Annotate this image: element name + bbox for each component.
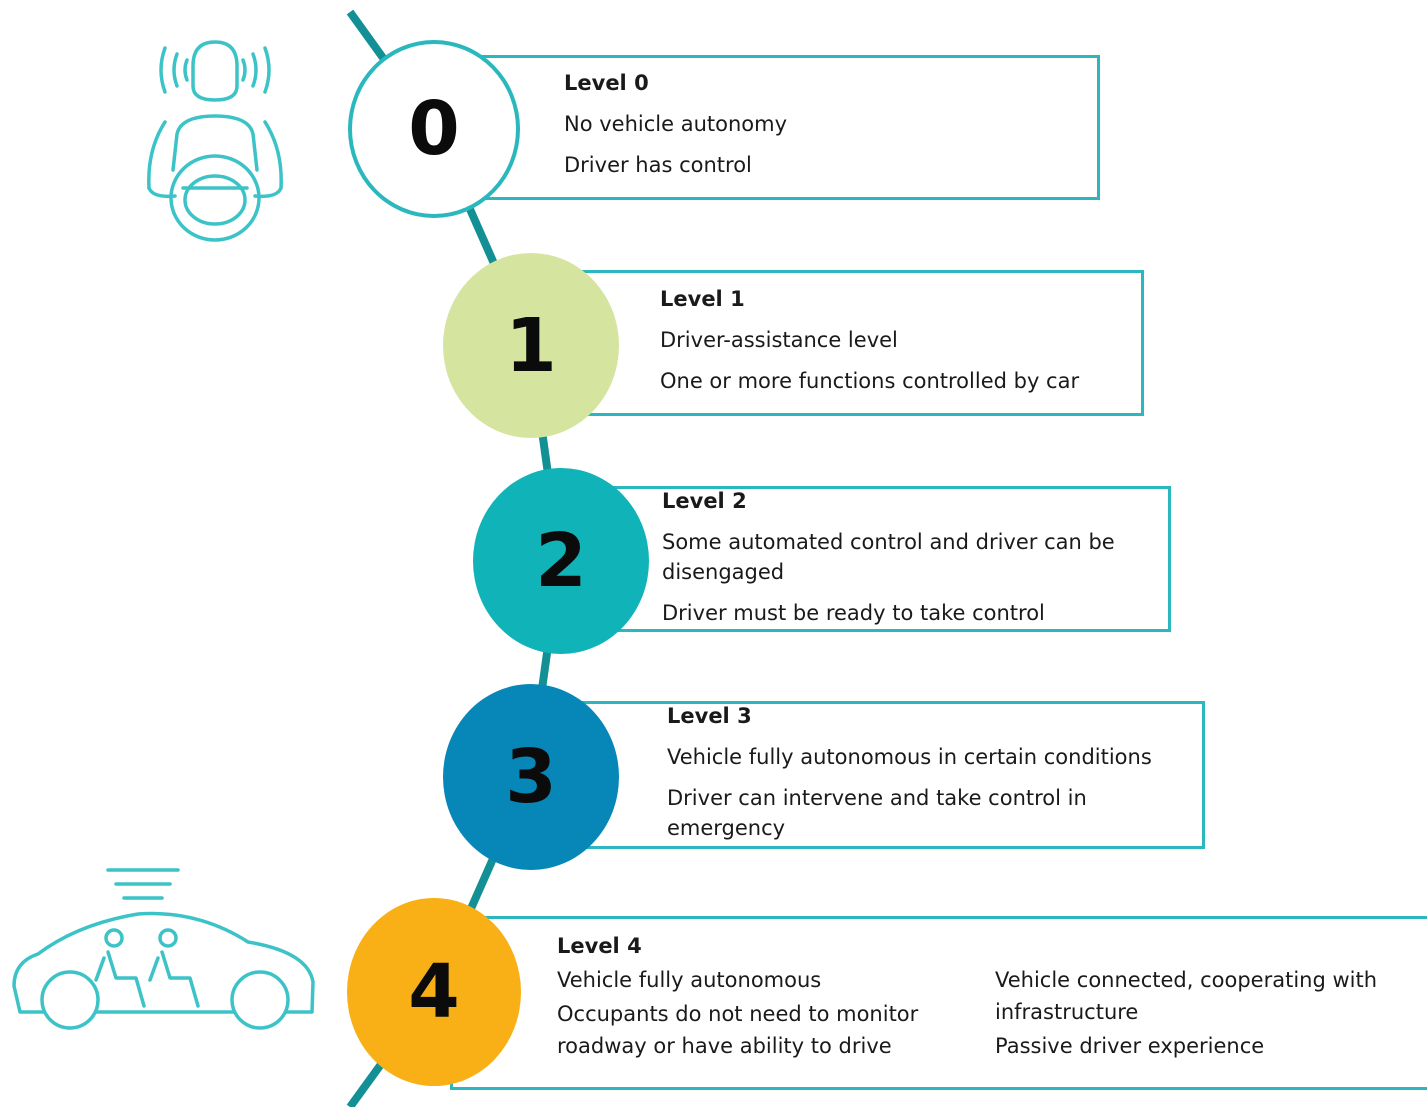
level-0-text: Level 0 No vehicle autonomy Driver has c… — [564, 68, 1084, 180]
level-1-number: 1 — [505, 302, 557, 389]
level-2-number: 2 — [535, 518, 587, 604]
level-4-left-line-2: Occupants do not need to monitor roadway… — [557, 1002, 919, 1058]
level-3-line-2: Driver can intervene and take control in… — [667, 786, 1087, 840]
level-4-title: Level 4 — [557, 934, 642, 958]
level-0-box — [440, 55, 1100, 200]
level-2-line-2: Driver must be ready to take control — [662, 601, 1045, 625]
level-4-box — [450, 916, 1427, 1090]
level-4-left-line-1: Vehicle fully autonomous — [557, 968, 822, 992]
level-4-right-text: Vehicle connected, cooperating with infr… — [995, 962, 1395, 1062]
level-4-right-line-2: Passive driver experience — [995, 1034, 1265, 1058]
level-0-line-2: Driver has control — [564, 153, 752, 177]
level-3-title: Level 3 — [667, 704, 752, 728]
level-4-left-text: Level 4 Vehicle fully autonomous Occupan… — [557, 930, 937, 1062]
level-3-line-1: Vehicle fully autonomous in certain cond… — [667, 745, 1152, 769]
level-2-line-1: Some automated control and driver can be… — [662, 530, 1115, 584]
level-1-box — [530, 270, 1144, 416]
level-0-title: Level 0 — [564, 71, 649, 95]
level-0-number: 0 — [408, 86, 460, 172]
level-4-circle: 4 — [347, 898, 521, 1086]
level-2-circle: 2 — [473, 468, 649, 654]
level-1-line-1: Driver-assistance level — [660, 328, 898, 352]
level-1-circle: 1 — [443, 253, 619, 438]
level-4-right-line-1: Vehicle connected, cooperating with infr… — [995, 968, 1378, 1024]
level-1-text: Level 1 Driver-assistance level One or m… — [660, 284, 1130, 396]
level-2-title: Level 2 — [662, 489, 747, 513]
level-4-number: 4 — [408, 949, 460, 1035]
level-2-text: Level 2 Some automated control and drive… — [662, 486, 1132, 628]
level-0-circle: 0 — [348, 40, 520, 218]
level-0-line-1: No vehicle autonomy — [564, 112, 788, 136]
level-3-number: 3 — [505, 734, 557, 820]
level-3-circle: 3 — [443, 684, 619, 870]
level-2-box — [560, 486, 1171, 632]
level-1-title: Level 1 — [660, 287, 745, 311]
level-1-line-2: One or more functions controlled by car — [660, 369, 1080, 393]
driver-with-steering-wheel-icon — [147, 40, 283, 242]
autonomous-car-with-passengers-icon — [12, 868, 315, 1030]
level-3-text: Level 3 Vehicle fully autonomous in cert… — [667, 701, 1187, 843]
level-3-box — [530, 701, 1205, 849]
